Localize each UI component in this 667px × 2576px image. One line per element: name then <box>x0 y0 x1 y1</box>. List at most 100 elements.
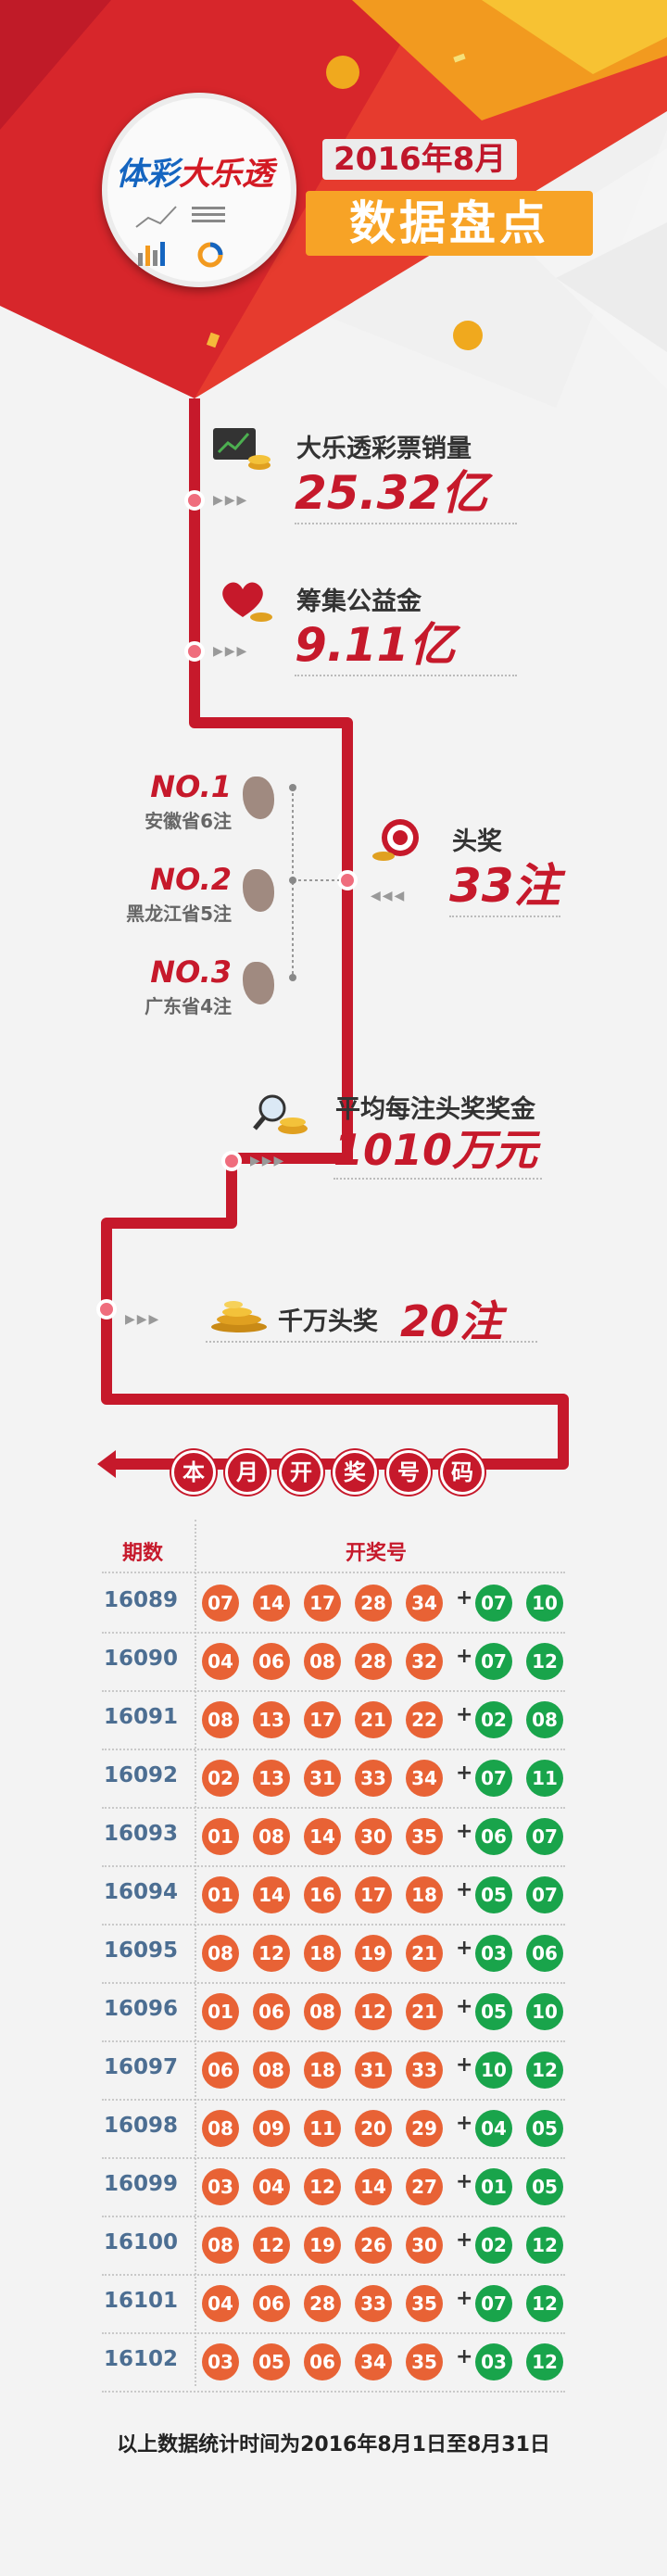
ranking-rank: NO.2 <box>150 862 232 897</box>
front-ball: 18 <box>304 1935 341 1972</box>
back-ball: 07 <box>526 1818 563 1855</box>
front-ball: 14 <box>253 1585 290 1622</box>
province-map-icon <box>243 869 274 912</box>
front-ball: 13 <box>253 1701 290 1738</box>
front-ball: 03 <box>202 2168 239 2205</box>
front-ball: 33 <box>355 2285 392 2322</box>
front-ball: 18 <box>406 1876 443 1913</box>
ranking-rank: NO.1 <box>150 769 232 804</box>
plus-sign: + <box>456 1937 473 1960</box>
plus-sign: + <box>456 2170 473 2193</box>
back-ball: 10 <box>475 2052 512 2089</box>
page-title: 数据盘点 <box>306 191 593 256</box>
front-ball: 08 <box>304 1993 341 2030</box>
back-ball: 01 <box>475 2168 512 2205</box>
front-ball: 35 <box>406 1818 443 1855</box>
back-ball: 12 <box>526 2343 563 2380</box>
front-ball: 02 <box>202 1760 239 1797</box>
ten-million-value: 20注 <box>400 1296 503 1346</box>
front-ball: 04 <box>253 2168 290 2205</box>
front-ball: 12 <box>304 2168 341 2205</box>
ranking-connector <box>289 784 339 981</box>
issue-number: 16097 <box>104 2055 179 2079</box>
front-ball: 08 <box>202 1935 239 1972</box>
arrow-indicator: ◀◀◀ <box>371 889 407 903</box>
avg-prize-value: 1010万元 <box>334 1117 542 1180</box>
back-ball: 08 <box>526 1701 563 1738</box>
chart-icons <box>135 206 225 268</box>
section-title-char: 码 <box>440 1450 485 1495</box>
section-title-char: 开 <box>279 1450 323 1495</box>
front-ball: 06 <box>304 2343 341 2380</box>
plus-sign: + <box>456 2287 473 2310</box>
front-ball: 04 <box>202 2285 239 2322</box>
column-header-issue: 期数 <box>122 1542 164 1565</box>
front-ball: 27 <box>406 2168 443 2205</box>
heart-coins-icon <box>222 582 272 622</box>
back-ball: 05 <box>526 2168 563 2205</box>
front-ball: 29 <box>406 2110 443 2147</box>
timeline-path <box>97 398 569 1478</box>
province-map-icon <box>243 962 274 1004</box>
front-ball: 33 <box>355 1760 392 1797</box>
back-ball: 07 <box>475 1643 512 1680</box>
front-ball: 22 <box>406 1701 443 1738</box>
ranking-province: 广东省4注 <box>145 995 232 1017</box>
front-ball: 11 <box>304 2110 341 2147</box>
back-ball: 02 <box>475 2227 512 2264</box>
front-ball: 32 <box>406 1643 443 1680</box>
front-ball: 17 <box>304 1701 341 1738</box>
back-ball: 03 <box>475 1935 512 1972</box>
timeline-node <box>96 1299 117 1320</box>
back-ball: 03 <box>475 2343 512 2380</box>
front-ball: 28 <box>355 1643 392 1680</box>
province-map-icon <box>243 777 274 819</box>
front-ball: 12 <box>253 2227 290 2264</box>
plus-sign: + <box>456 1878 473 1901</box>
front-ball: 06 <box>253 1993 290 2030</box>
front-ball: 20 <box>355 2110 392 2147</box>
back-ball: 06 <box>526 1935 563 1972</box>
front-ball: 28 <box>355 1585 392 1622</box>
front-ball: 31 <box>355 2052 392 2089</box>
header-divider <box>102 1572 565 1573</box>
front-ball: 12 <box>355 1993 392 2030</box>
plus-sign: + <box>456 2053 473 2077</box>
front-ball: 30 <box>406 2227 443 2264</box>
section-title-char: 号 <box>386 1450 431 1495</box>
issue-number: 16098 <box>104 2114 179 2138</box>
front-ball: 30 <box>355 1818 392 1855</box>
timeline-node <box>184 641 205 662</box>
section-title-char: 本 <box>171 1450 216 1495</box>
report-period: 2016年8月 <box>322 139 518 180</box>
lottery-logo: 体彩大乐透 <box>116 156 273 193</box>
front-ball: 08 <box>253 2052 290 2089</box>
front-ball: 31 <box>304 1760 341 1797</box>
front-ball: 34 <box>406 1585 443 1622</box>
front-ball: 03 <box>202 2343 239 2380</box>
issue-number: 16092 <box>104 1763 179 1787</box>
front-ball: 04 <box>202 1643 239 1680</box>
arrow-indicator: ▶▶▶ <box>250 1154 286 1168</box>
front-ball: 26 <box>355 2227 392 2264</box>
plus-sign: + <box>456 1586 473 1610</box>
front-ball: 13 <box>253 1760 290 1797</box>
issue-number: 16102 <box>104 2347 179 2371</box>
front-ball: 34 <box>355 2343 392 2380</box>
issue-number: 16090 <box>104 1647 179 1671</box>
timeline-node <box>184 490 205 511</box>
issue-number: 16094 <box>104 1880 179 1904</box>
section-title-char: 奖 <box>333 1450 377 1495</box>
section-title: 本月开奖号码 <box>171 1450 505 1496</box>
front-ball: 17 <box>355 1876 392 1913</box>
back-ball: 12 <box>526 2052 563 2089</box>
front-ball: 08 <box>202 2227 239 2264</box>
back-ball: 05 <box>475 1993 512 2030</box>
issue-number: 16101 <box>104 2289 179 2313</box>
